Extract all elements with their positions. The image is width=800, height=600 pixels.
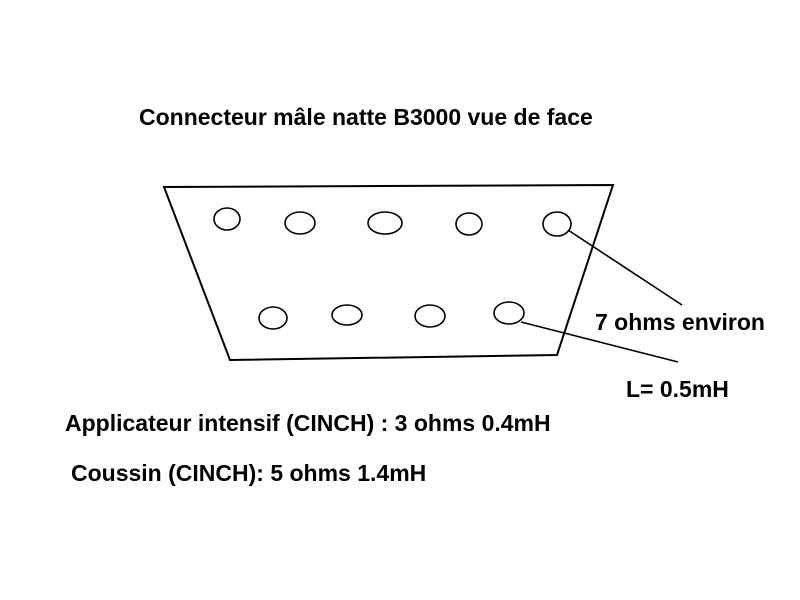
pin-top-4 — [455, 212, 483, 236]
pin-top-5 — [542, 211, 572, 237]
pin-top-2 — [284, 211, 316, 235]
resistance-callout-label: 7 ohms environ — [595, 309, 765, 335]
connector-outline — [162, 183, 615, 362]
inductance-callout-label: L= 0.5mH — [626, 376, 729, 402]
applicateur-note: Applicateur intensif (CINCH) : 3 ohms 0.… — [65, 410, 551, 436]
pin-bottom-4 — [493, 301, 525, 325]
callout-line-inductance — [520, 321, 679, 363]
diagram-title: Connecteur mâle natte B3000 vue de face — [139, 104, 593, 130]
pin-top-3 — [367, 211, 403, 235]
callout-line-resistance — [567, 229, 683, 306]
pin-bottom-2 — [331, 304, 363, 326]
coussin-note: Coussin (CINCH): 5 ohms 1.4mH — [71, 460, 427, 486]
pin-bottom-3 — [414, 304, 446, 328]
pin-top-1 — [213, 207, 241, 231]
pin-bottom-1 — [258, 306, 288, 330]
